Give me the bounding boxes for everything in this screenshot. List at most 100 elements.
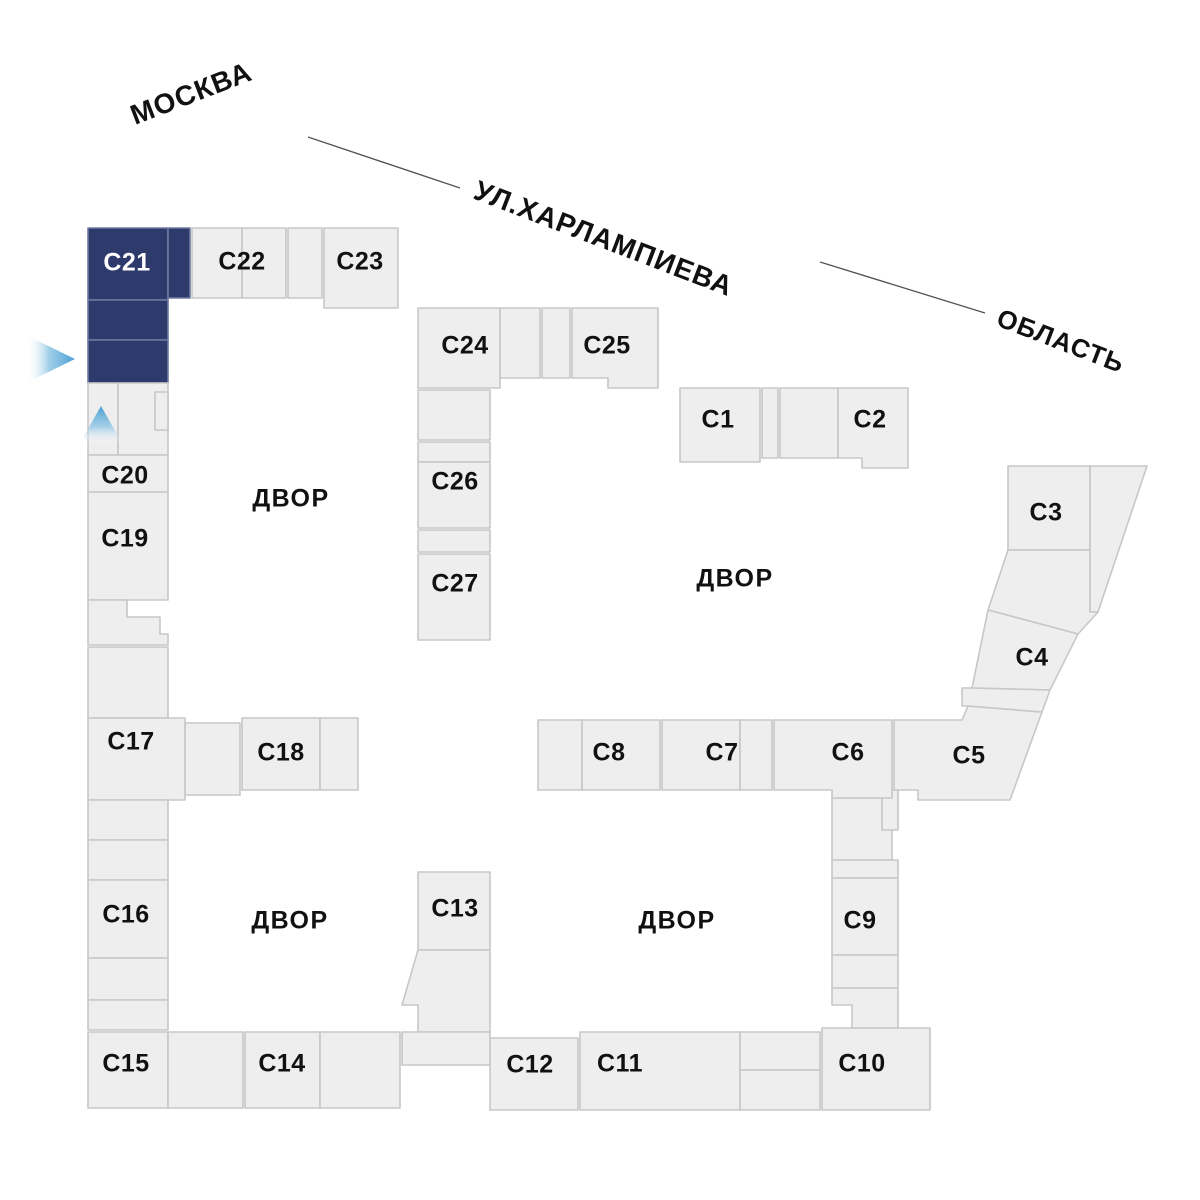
block-group-C4[interactable]: C4 [961,609,1079,713]
block-C7-b[interactable] [739,719,773,791]
block-label-C9: C9 [844,907,877,935]
block-C4-lower[interactable] [961,687,1051,713]
block-label-C15: C15 [102,1050,149,1078]
block-label-C5: C5 [953,742,986,770]
block-C16-c[interactable] [87,957,169,1001]
block-C9-b[interactable] [831,954,899,989]
block-label-C23: C23 [336,248,383,276]
block-C26-b[interactable] [417,441,491,463]
block-C13-base[interactable] [401,1031,491,1066]
block-group-C5[interactable]: C5 [893,705,1043,801]
block-C15-b[interactable] [167,1031,244,1109]
block-group-C10[interactable]: C10 [821,1027,931,1111]
block-label-C27: C27 [431,570,478,598]
block-C18-connector[interactable] [184,722,241,796]
block-group-C26[interactable]: C26 [417,389,491,529]
block-group-C2[interactable]: C2 [779,387,909,469]
block-group-C25[interactable]: C25 [541,307,659,389]
block-C16-b[interactable] [87,839,169,881]
block-C24[interactable] [417,307,501,389]
block-group-C8[interactable]: C8 [537,719,661,791]
label-street-name: УЛ.ХАРЛАМПИЕВА [470,175,738,302]
courtyard-labels: ДВОР ДВОР ДВОР ДВОР [251,485,773,935]
block-C12[interactable] [489,1037,579,1111]
block-label-C16: C16 [102,901,149,929]
block-C27[interactable] [417,553,491,641]
block-group-C19[interactable]: C19 [87,491,169,646]
block-C16-a[interactable] [87,799,169,841]
block-C5[interactable] [893,705,1043,801]
block-C21-segment-3[interactable] [87,339,169,384]
block-C8-main[interactable] [581,719,661,791]
block-group-C24[interactable]: C24 [417,307,541,389]
block-C19-step[interactable] [87,599,169,646]
block-C6[interactable] [773,719,893,799]
block-C25[interactable] [571,307,659,389]
block-group-C12[interactable]: C12 [489,1037,579,1111]
block-C9-c[interactable] [831,987,899,1029]
block-C3-wedge[interactable] [1089,465,1148,613]
block-group-C21[interactable]: C21 [87,227,191,384]
yard-label-ne: ДВОР [696,565,773,593]
block-C21-segment-2[interactable] [87,299,169,341]
yard-label-sw: ДВОР [251,907,328,935]
block-group-C18[interactable]: C18 [184,717,359,796]
block-label-C24: C24 [441,332,488,360]
block-C27-a[interactable] [417,529,491,553]
block-group-C27[interactable]: C27 [417,529,491,641]
block-group-C9[interactable]: C9 [831,789,899,1029]
block-C24-b[interactable] [499,307,541,379]
block-C17-upper[interactable] [87,646,169,719]
block-label-C8: C8 [593,739,626,767]
block-C11-b[interactable] [739,1031,821,1071]
block-C26[interactable] [417,461,491,529]
block-group-C3[interactable]: C3 [987,465,1148,635]
block-C16-d[interactable] [87,999,169,1031]
block-label-C4: C4 [1016,644,1049,672]
block-label-C20: C20 [101,462,148,490]
block-C1-b[interactable] [761,387,779,459]
block-label-C25: C25 [583,332,630,360]
block-group-C1[interactable]: C1 [679,387,779,463]
block-C19[interactable] [87,491,169,601]
block-group-C11[interactable]: C11 [579,1031,821,1111]
block-C18-end[interactable] [319,717,359,791]
block-label-C13: C13 [431,895,478,923]
block-label-C17: C17 [107,728,154,756]
leader-line-moskva [307,136,461,189]
block-group-C22[interactable]: C22 [191,227,287,299]
block-C25-a[interactable] [541,307,571,379]
entrance-markers [28,336,122,443]
block-C2-main[interactable] [837,387,909,469]
block-group-C17[interactable]: C17 [87,646,186,801]
block-C21-wing-top[interactable] [167,227,191,299]
block-C26-a[interactable] [417,389,491,441]
block-group-C7[interactable]: C7 [661,719,773,791]
block-group-C14[interactable]: C14 [244,1031,401,1109]
block-group-C23[interactable]: C23 [323,227,399,309]
block-C14-b[interactable] [319,1031,401,1109]
block-group-C15[interactable]: C15 [87,1031,244,1109]
block-C2-a[interactable] [779,387,839,459]
block-C20-notch[interactable] [154,391,169,431]
block-C22-b[interactable] [241,227,287,299]
block-group-C13[interactable]: C13 [401,871,491,1066]
block-C9-a[interactable] [831,859,899,879]
block-C23[interactable] [323,227,399,309]
block-C8-a[interactable] [537,719,583,791]
block-label-C14: C14 [258,1050,305,1078]
block-group-C22-gap[interactable] [287,227,323,299]
block-group-C16[interactable]: C16 [87,799,169,1031]
block-C22-c[interactable] [287,227,323,299]
label-oblast: ОБЛАСТЬ [993,303,1129,379]
block-C1[interactable] [679,387,761,463]
block-label-C10: C10 [838,1050,885,1078]
block-C11-c[interactable] [739,1069,821,1111]
block-label-C22: C22 [218,248,265,276]
block-C13-lower[interactable] [401,949,491,1033]
block-group-C6[interactable]: C6 [773,719,893,799]
block-label-C11: C11 [597,1050,643,1078]
block-label-C7: C7 [706,739,739,767]
block-C17-main[interactable] [87,717,186,801]
